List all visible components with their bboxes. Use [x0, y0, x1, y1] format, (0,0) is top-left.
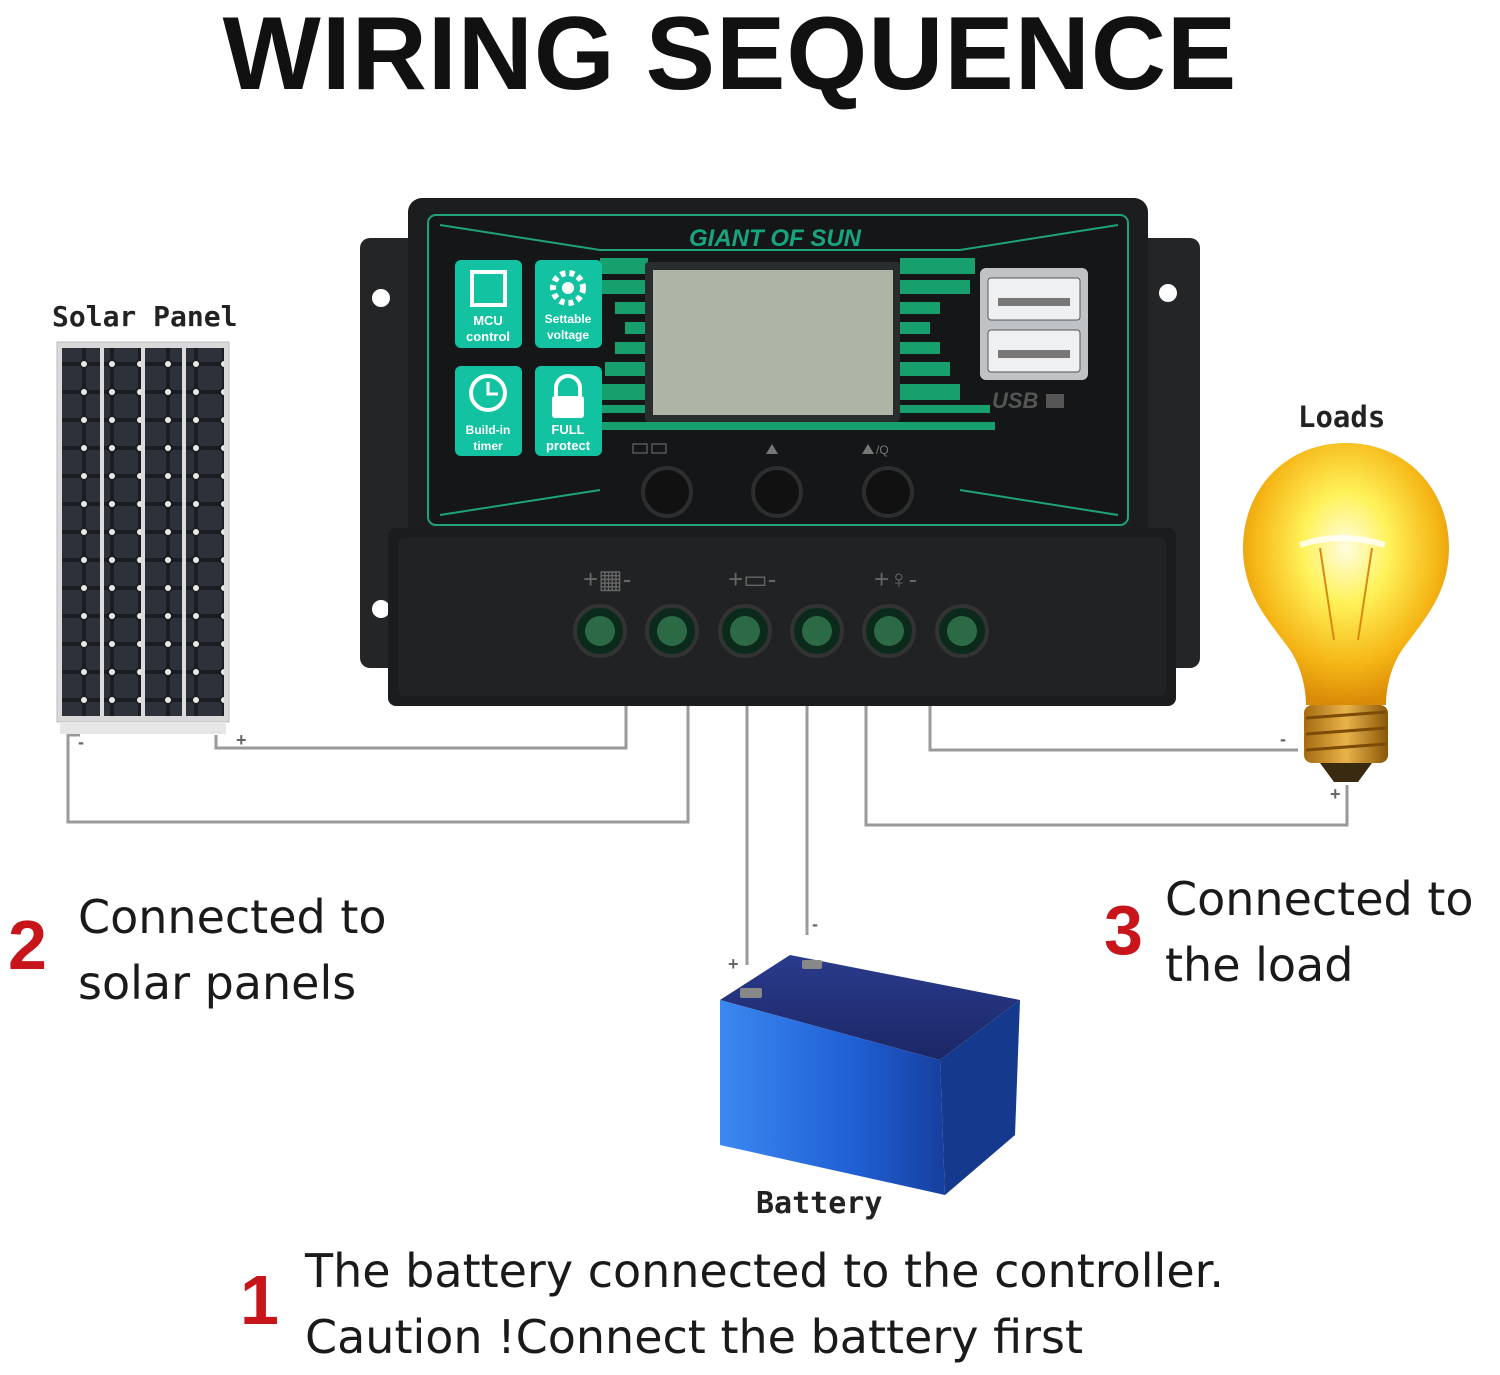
step-3-line2: the load: [1165, 938, 1354, 992]
step-3-number: 3: [1104, 891, 1143, 969]
badge-label-line2: protect: [546, 438, 591, 453]
loads-label: Loads: [1298, 400, 1386, 434]
svg-text:-: -: [78, 732, 84, 752]
svg-text:+: +: [1330, 784, 1341, 804]
clock-icon: [469, 374, 507, 412]
lock-icon: [554, 374, 582, 396]
badge-build-in-timer: Build-in timer: [455, 366, 522, 456]
step-2-line2: solar panels: [78, 956, 357, 1010]
badge-settable-voltage: Settable voltage: [535, 260, 602, 348]
badge-label-line1: MCU: [473, 313, 503, 328]
charge-controller: GIANT OF SUN MCU control Settable voltag…: [360, 198, 1200, 706]
svg-text:+▭-: +▭-: [728, 564, 776, 594]
step-3-line1: Connected to: [1165, 872, 1474, 926]
svg-text:/Q: /Q: [876, 443, 889, 457]
badge-label-line1: FULL: [551, 422, 584, 437]
solar-panel-illustration: [56, 341, 230, 734]
svg-text:+: +: [728, 954, 739, 974]
chip-icon: [470, 270, 507, 307]
page-title: WIRING SEQUENCE: [222, 0, 1238, 112]
wire-solar-positive: [214, 705, 628, 750]
step-1-number: 1: [240, 1261, 279, 1339]
step-2-line1: Connected to: [78, 890, 387, 944]
down-button: [862, 466, 914, 518]
step-2-text: Connected to solar panels: [78, 884, 387, 1016]
wire-load-negative: [928, 705, 1298, 752]
controller-brand: GIANT OF SUN: [689, 225, 862, 252]
feature-badges: MCU control Settable voltage Build-in ti…: [455, 260, 602, 456]
battery-illustration: [720, 955, 1020, 1195]
light-bulb-illustration: [1243, 443, 1449, 782]
battery-label: Battery: [756, 1186, 883, 1221]
wires: [66, 705, 1349, 965]
solar-panel-label: Solar Panel: [52, 300, 238, 333]
usb-ports: USB: [980, 268, 1088, 413]
step-1-line1: The battery connected to the controller.: [305, 1244, 1224, 1298]
terminal-screws: [573, 604, 989, 658]
step-3-text: Connected to the load: [1165, 866, 1474, 998]
badge-label-line1: Build-in: [466, 423, 511, 437]
step-2-number: 2: [8, 906, 47, 984]
badge-label-line2: timer: [473, 439, 503, 453]
step-1-text: The battery connected to the controller.…: [305, 1238, 1224, 1370]
svg-text:+♀-: +♀-: [874, 564, 917, 594]
up-button: [751, 466, 803, 518]
badge-label-line1: Settable: [545, 312, 592, 326]
wire-solar-negative: [66, 705, 690, 824]
svg-text:-: -: [812, 914, 818, 934]
svg-text:+: +: [236, 730, 247, 750]
step-1-line2: Caution !Connect the battery first: [305, 1310, 1083, 1364]
menu-button: [641, 466, 693, 518]
svg-text:+▦-: +▦-: [583, 564, 631, 594]
badge-label-line2: control: [466, 329, 510, 344]
badge-label-line2: voltage: [547, 328, 589, 342]
wire-load-positive: [864, 705, 1349, 827]
badge-mcu-control: MCU control: [455, 260, 522, 348]
svg-text:-: -: [1280, 729, 1286, 749]
usb-label: USB: [992, 388, 1039, 413]
gear-icon: [550, 270, 586, 306]
badge-full-protect: FULL protect: [535, 366, 602, 456]
